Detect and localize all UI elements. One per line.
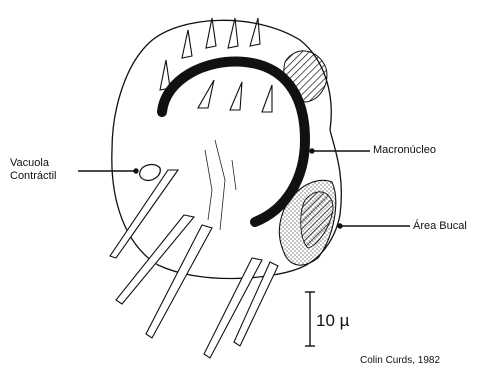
ventral-cirri bbox=[110, 170, 278, 358]
vacuola-label-line1: Vacuola bbox=[10, 157, 56, 170]
cytoplasm-lines bbox=[205, 140, 236, 230]
vacuola-label-line2: Contráctil bbox=[10, 170, 56, 183]
area-bucal-pointer-dot bbox=[338, 224, 342, 228]
vacuola-contractil-label: Vacuola Contráctil bbox=[10, 157, 56, 183]
scale-bar bbox=[305, 292, 315, 346]
macronucleus bbox=[162, 62, 305, 222]
vacuola-pointer-dot bbox=[134, 169, 138, 173]
contractile-vacuole bbox=[140, 165, 161, 181]
pointer-lines bbox=[78, 149, 410, 228]
macronucleo-label: Macronúcleo bbox=[373, 144, 436, 157]
scale-bar-label: 10 µ bbox=[316, 311, 349, 331]
macronucleo-pointer-dot bbox=[310, 149, 314, 153]
credit-text: Colin Curds, 1982 bbox=[360, 354, 440, 367]
area-bucal-label: Área Bucal bbox=[413, 220, 467, 233]
